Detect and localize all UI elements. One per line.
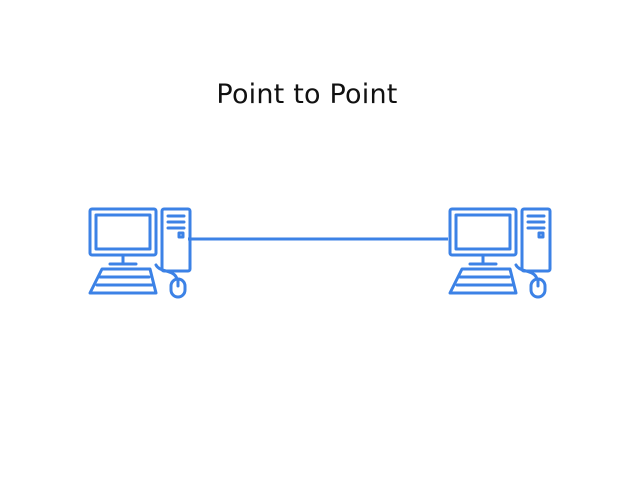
desktop-computer-icon[interactable]: [448, 207, 552, 299]
diagram-title: Point to Point: [216, 79, 398, 110]
desktop-computer-icon[interactable]: [88, 207, 192, 299]
